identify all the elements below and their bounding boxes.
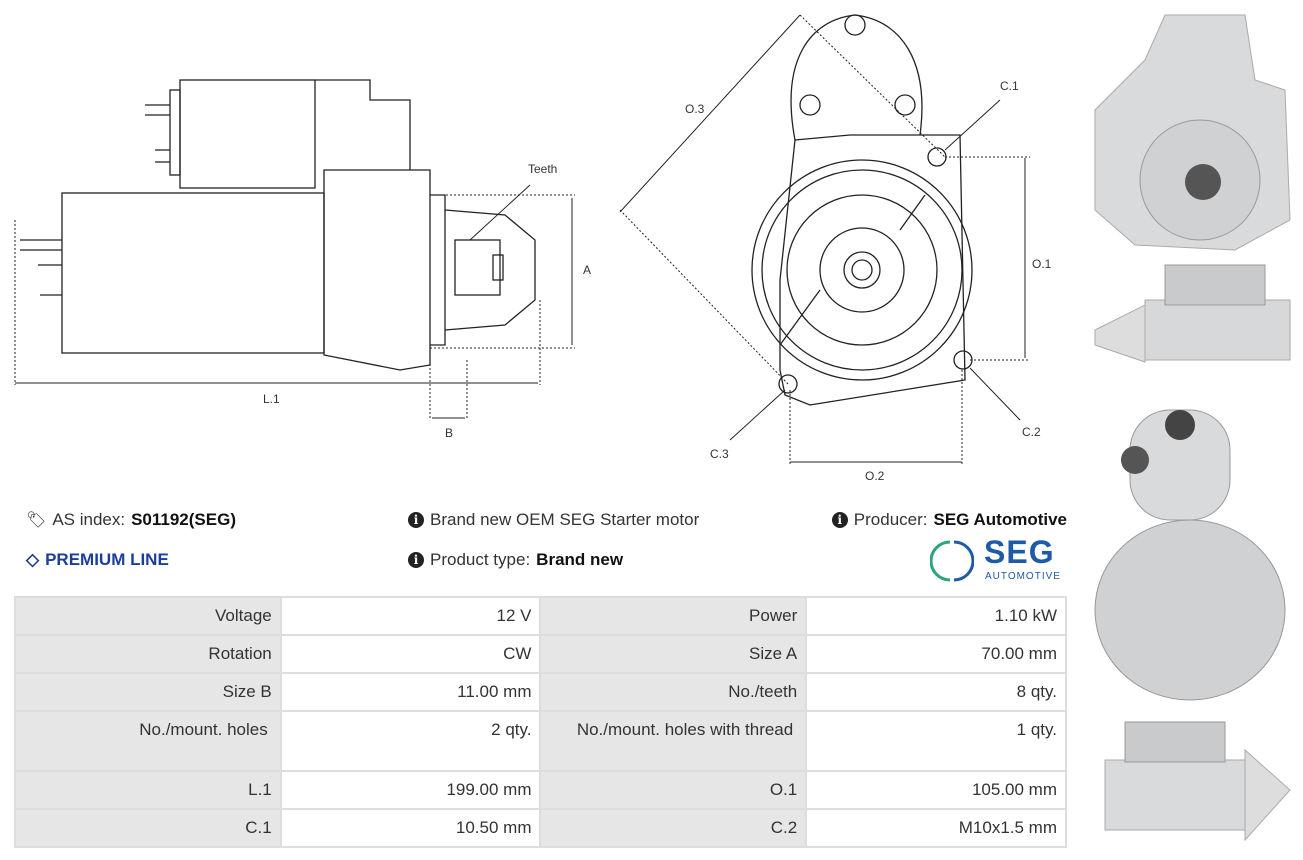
diamond-icon: ◇ xyxy=(26,550,40,569)
front-view-drawing: O.3 C.1 O.1 C.2 O.2 C.3 xyxy=(619,14,1052,483)
label-teeth: Teeth xyxy=(528,162,557,176)
spec-value: 1.10 kW xyxy=(807,598,1065,634)
spec-key: No./mount. holes with thread xyxy=(541,712,806,770)
seg-logo-ring-icon xyxy=(930,540,974,582)
spec-value: 12 V xyxy=(281,598,540,634)
spec-value: 1 qty. xyxy=(807,712,1065,770)
spec-key: Size A xyxy=(541,636,806,672)
product-type: i Product type: Brand new xyxy=(408,550,623,570)
premium-line-badge: ◇ PREMIUM LINE xyxy=(26,550,169,570)
seg-logo: SEG AUTOMOTIVE xyxy=(930,534,1070,584)
spec-value: 11.00 mm xyxy=(281,674,540,710)
as-index-value: S01192(SEG) xyxy=(131,510,236,529)
photo-front[interactable] xyxy=(1094,14,1291,251)
info-icon: i xyxy=(408,552,424,568)
description-text: Brand new OEM SEG Starter motor xyxy=(430,510,700,529)
spec-key: Rotation xyxy=(16,636,280,672)
producer-value: SEG Automotive xyxy=(933,510,1068,529)
label-c1: C.1 xyxy=(1000,79,1019,93)
spec-key: No./teeth xyxy=(541,674,806,710)
spec-key: C.1 xyxy=(16,810,280,846)
label-l1: L.1 xyxy=(263,392,280,406)
spec-value: 70.00 mm xyxy=(807,636,1065,672)
as-index: 🏷 AS index: S01192(SEG) xyxy=(26,510,236,530)
photo-side-top[interactable] xyxy=(1094,264,1291,363)
as-index-label: AS index: xyxy=(52,510,126,529)
info-icon: i xyxy=(408,512,424,528)
photo-side-bottom[interactable] xyxy=(1104,721,1291,842)
product-type-value: Brand new xyxy=(536,550,624,569)
product-type-label: Product type: xyxy=(430,550,531,569)
producer: i Producer: SEG Automotive xyxy=(831,510,1068,530)
spec-key: O.1 xyxy=(541,772,806,808)
label-b: B xyxy=(445,426,453,440)
spec-key: C.2 xyxy=(541,810,806,846)
premium-line-label: PREMIUM LINE xyxy=(45,550,169,569)
spec-value: 8 qty. xyxy=(807,674,1065,710)
spec-value: 105.00 mm xyxy=(807,772,1065,808)
spec-value: CW xyxy=(281,636,540,672)
seg-logo-sub: AUTOMOTIVE xyxy=(985,571,1061,582)
label-o1: O.1 xyxy=(1032,257,1052,271)
spec-value: 199.00 mm xyxy=(281,772,540,808)
side-view-drawing: Teeth A L.1 B xyxy=(14,79,591,440)
photo-rear[interactable] xyxy=(1094,409,1286,701)
spec-key: No./mount. holes xyxy=(16,712,280,770)
label-a: A xyxy=(583,263,591,277)
seg-logo-text: SEG xyxy=(984,534,1055,570)
tags-icon: 🏷 xyxy=(26,512,47,529)
spec-value: 10.50 mm xyxy=(281,810,540,846)
producer-label: Producer: xyxy=(853,510,928,529)
spec-value: 2 qty. xyxy=(281,712,540,770)
spec-key: Size B xyxy=(16,674,280,710)
description: i Brand new OEM SEG Starter motor xyxy=(408,510,699,530)
spec-key: Voltage xyxy=(16,598,280,634)
label-o2: O.2 xyxy=(865,469,885,483)
product-photos xyxy=(1094,14,1291,842)
label-c3: C.3 xyxy=(710,447,729,461)
label-c2: C.2 xyxy=(1022,425,1041,439)
spec-key: L.1 xyxy=(16,772,280,808)
label-o3: O.3 xyxy=(685,102,705,116)
spec-key: Power xyxy=(541,598,806,634)
info-icon: i xyxy=(831,512,848,528)
spec-value: M10x1.5 mm xyxy=(807,810,1065,846)
